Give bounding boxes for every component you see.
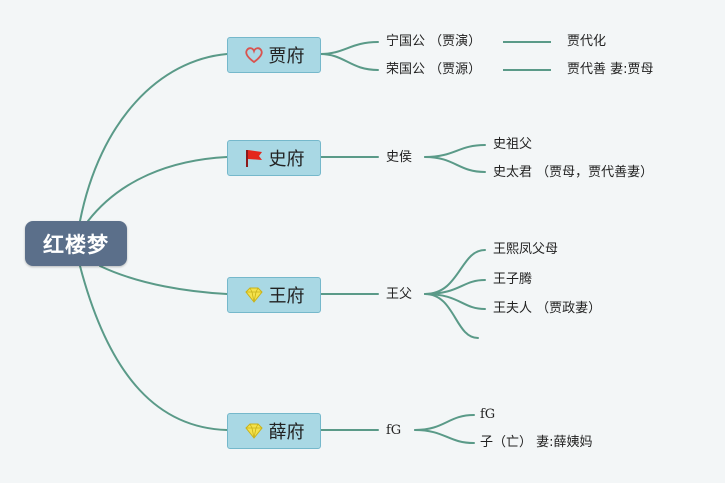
connector-fu-empty (424, 293, 479, 339)
root-node[interactable]: 红楼梦 (25, 221, 127, 266)
connector-fg-son (414, 429, 475, 444)
node-xue-fg-child[interactable]: fG (480, 407, 496, 422)
connector-hou-zufu (424, 144, 486, 158)
connector-root-xue (79, 265, 228, 431)
node-wang-furen[interactable]: 王夫人 （贾政妻） (493, 301, 602, 316)
root-label: 红楼梦 (43, 232, 109, 257)
connector-root-wang (99, 265, 228, 295)
branch-wang[interactable]: 王府 (227, 277, 321, 313)
node-rongguo[interactable]: 荣国公 （贾源） (386, 62, 482, 77)
connector-jia-rong (319, 53, 379, 71)
connector-fg-fg (414, 414, 475, 431)
node-shi-taijun[interactable]: 史太君 （贾母，贾代善妻） (493, 165, 654, 180)
node-jia-daihua[interactable]: 贾代化 (567, 34, 607, 49)
node-wang-xifeng-parents[interactable]: 王熙凤父母 (493, 242, 559, 257)
branch-shi[interactable]: 史府 (227, 140, 321, 176)
connector-root-jia (79, 53, 228, 222)
branch-jia-label: 贾府 (268, 46, 305, 67)
node-wang-fu[interactable]: 王父 (386, 287, 413, 302)
branch-wang-label: 王府 (268, 286, 305, 307)
connector-jia-ning (319, 41, 379, 55)
node-shi-zufu[interactable]: 史祖父 (493, 137, 533, 152)
branch-jia[interactable]: 贾府 (227, 37, 321, 73)
node-shi-hou[interactable]: 史侯 (386, 150, 413, 165)
branch-shi-label: 史府 (268, 149, 305, 170)
node-ningguo[interactable]: 宁国公 （贾演） (386, 34, 482, 49)
diamond-icon (244, 421, 264, 441)
heart-icon (244, 45, 264, 65)
node-wang-ziteng[interactable]: 王子腾 (493, 272, 533, 287)
connector-hou-taijun (424, 156, 486, 173)
branch-xue-label: 薛府 (268, 422, 305, 443)
node-xue-son[interactable]: 子（亡） 妻:薛姨妈 (480, 435, 593, 450)
branch-xue[interactable]: 薛府 (227, 413, 321, 449)
connector-root-shi (87, 156, 228, 222)
connector-fu-xifeng (424, 249, 486, 295)
red-flag-icon (244, 148, 264, 168)
node-jia-daishan[interactable]: 贾代善 妻:贾母 (567, 62, 654, 77)
diamond-icon (244, 285, 264, 305)
node-xue-fg[interactable]: fG (386, 423, 402, 438)
